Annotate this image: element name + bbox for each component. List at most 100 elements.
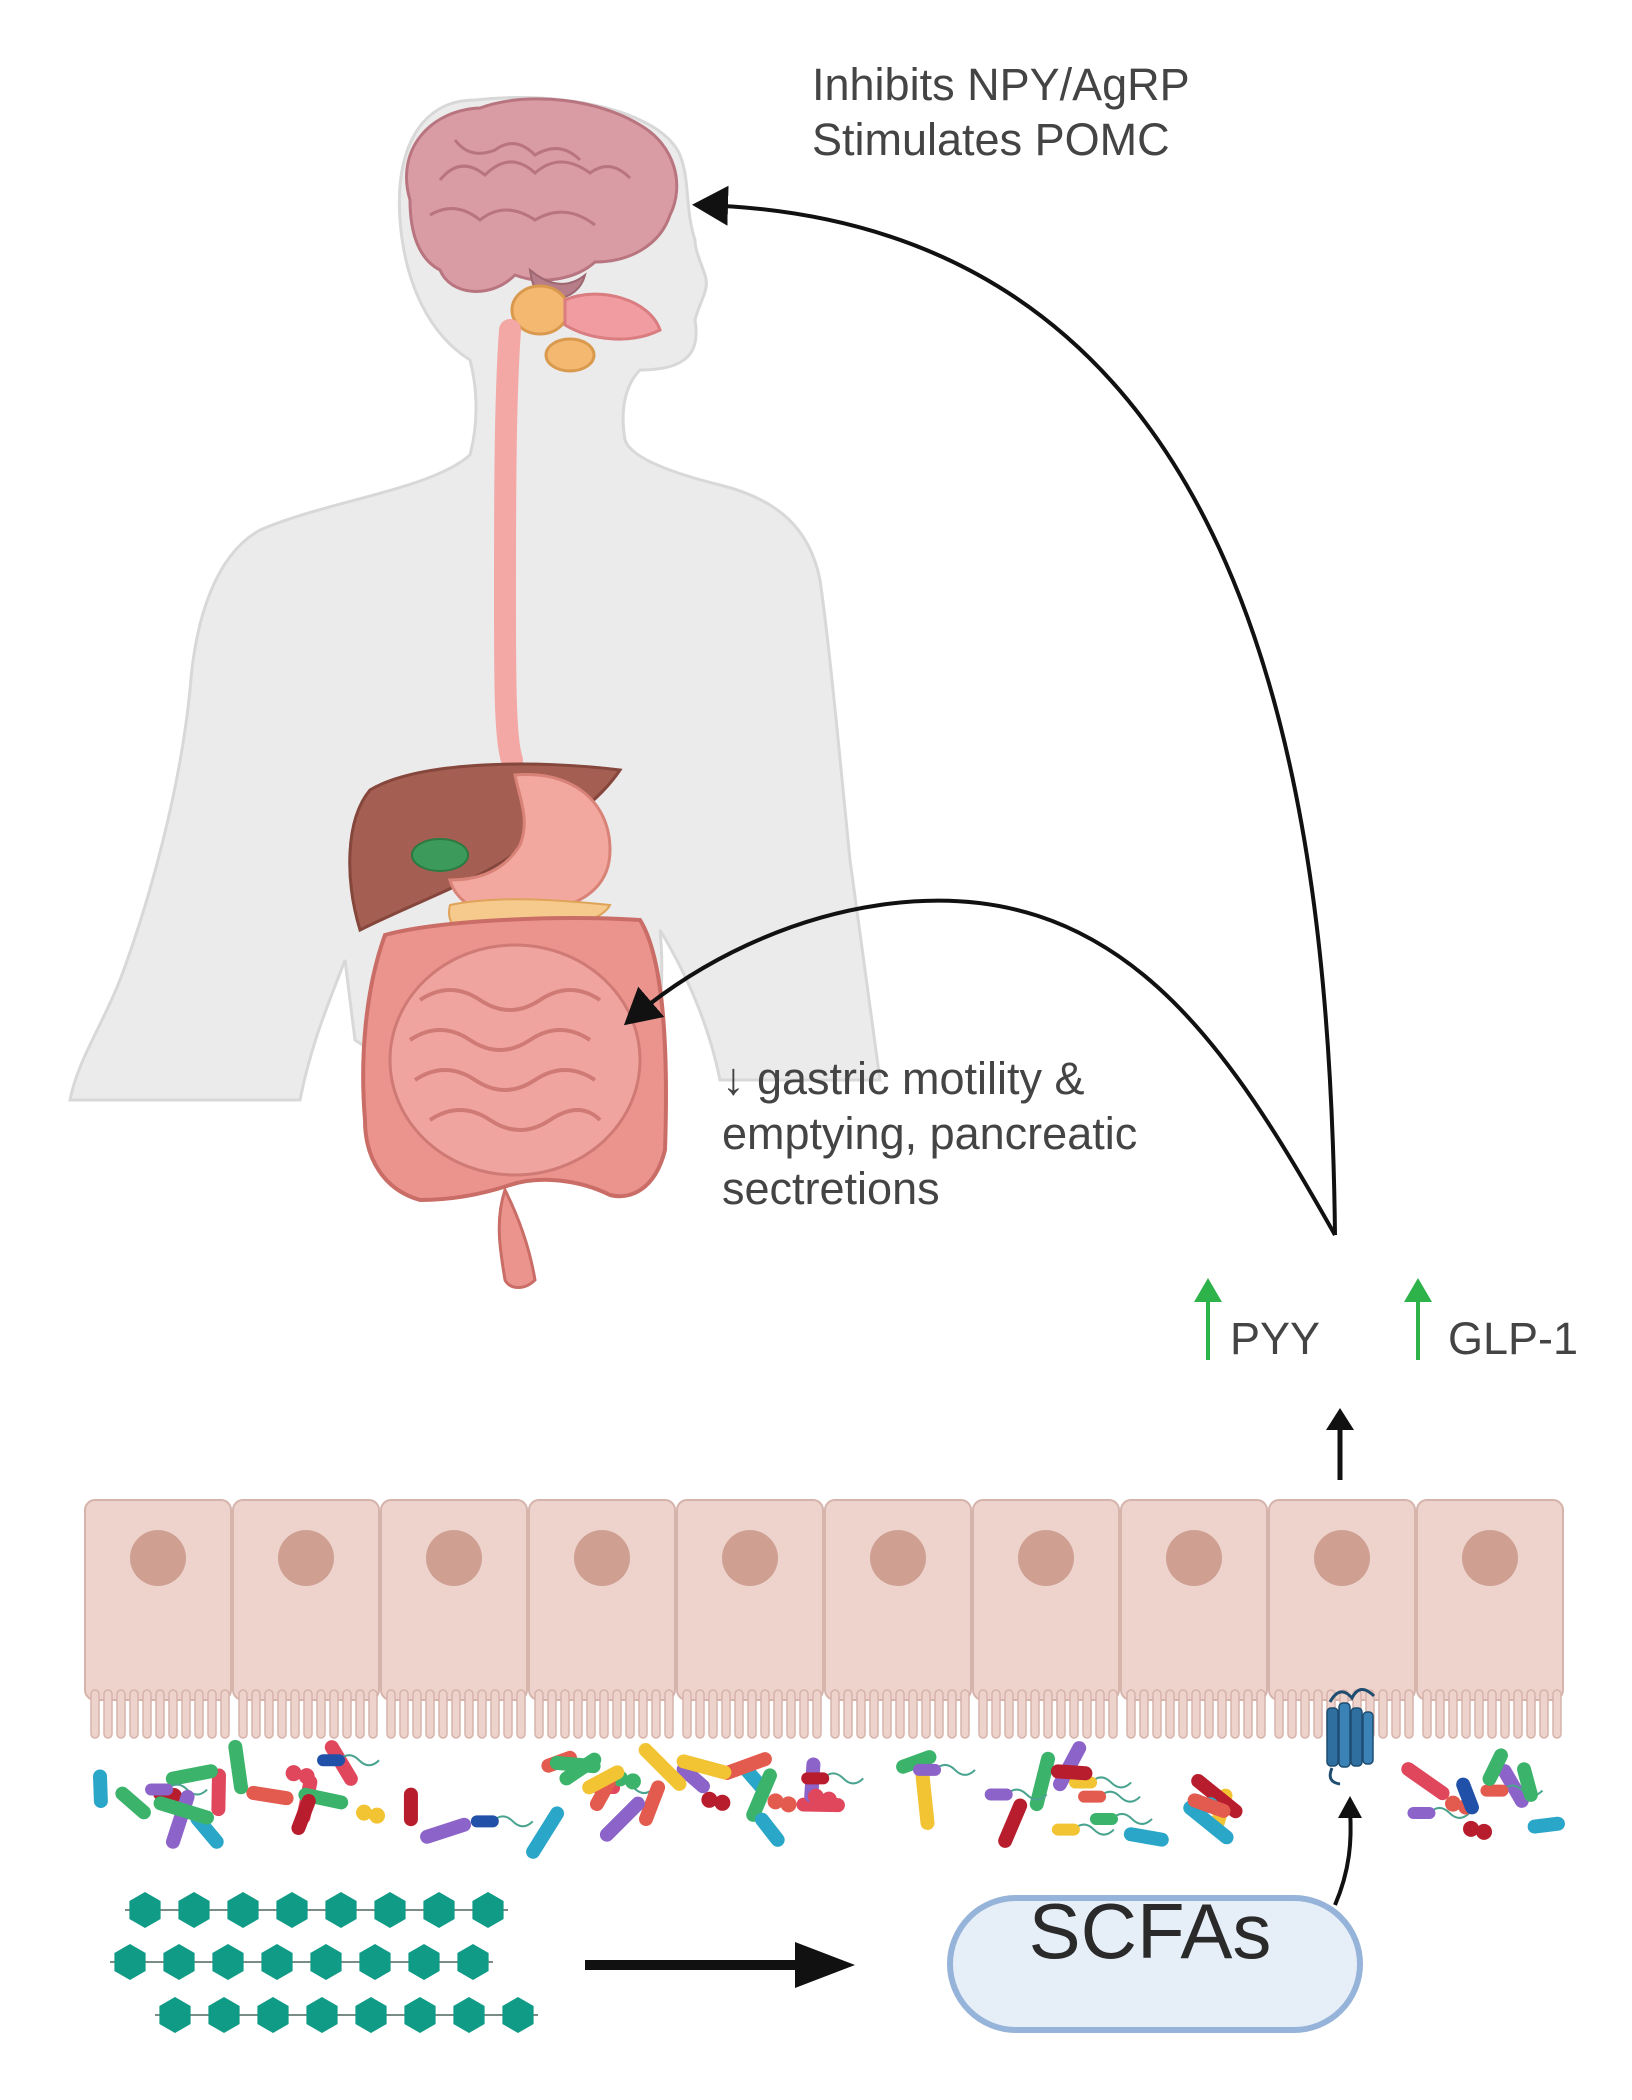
epithelial-cell bbox=[232, 1499, 380, 1739]
cell-nucleus bbox=[1018, 1530, 1074, 1586]
bacterium bbox=[1187, 1793, 1231, 1818]
bacterium bbox=[285, 1765, 315, 1785]
bacterium bbox=[145, 1783, 208, 1796]
bacterium bbox=[1183, 1800, 1234, 1845]
bacterium bbox=[115, 1786, 151, 1820]
cell-nucleus bbox=[870, 1530, 926, 1586]
bacterium bbox=[638, 1743, 687, 1791]
bacterium bbox=[1463, 1820, 1493, 1840]
fiber-monomer bbox=[502, 1997, 534, 2033]
fiber-monomer bbox=[129, 1892, 161, 1928]
bacterium bbox=[1191, 1773, 1243, 1819]
fiber-monomer bbox=[276, 1892, 308, 1928]
cell-nucleus bbox=[574, 1530, 630, 1586]
gut-microbiota bbox=[93, 1739, 1565, 1859]
bacterium bbox=[1401, 1762, 1450, 1801]
bacterium bbox=[915, 1767, 935, 1830]
bacterium bbox=[470, 1815, 534, 1828]
bacterium bbox=[720, 1752, 772, 1780]
fiber-monomer bbox=[178, 1892, 210, 1928]
bacterium bbox=[1050, 1764, 1093, 1781]
brain-effect-label: Inhibits NPY/AgRP Stimulates POMC bbox=[812, 58, 1190, 168]
brain-effect-line1: Inhibits NPY/AgRP bbox=[812, 59, 1190, 110]
fiber-monomer bbox=[212, 1944, 244, 1980]
fiber-monomer bbox=[457, 1944, 489, 1980]
cell-nucleus bbox=[1314, 1530, 1370, 1586]
fiber-monomer bbox=[408, 1944, 440, 1980]
gallbladder bbox=[411, 838, 469, 872]
gpcr-receptor-icon bbox=[1326, 1688, 1376, 1786]
bacterium bbox=[1456, 1777, 1479, 1815]
fiber-monomer bbox=[453, 1997, 485, 2033]
cell-nucleus bbox=[1462, 1530, 1518, 1586]
gut-effect-line3: sectretions bbox=[722, 1162, 940, 1214]
bacterium bbox=[1123, 1827, 1169, 1847]
esophagus bbox=[494, 319, 523, 771]
small-intestine bbox=[388, 943, 642, 1177]
gut-effect-line1: ↓ gastric motility & bbox=[722, 1053, 1085, 1104]
bacterium bbox=[165, 1764, 218, 1786]
epithelial-cell bbox=[676, 1499, 824, 1739]
fiber-monomer bbox=[208, 1997, 240, 2033]
bacterium bbox=[1029, 1751, 1056, 1812]
fiber-monomer bbox=[374, 1892, 406, 1928]
fermentation-arrow-icon bbox=[585, 1942, 855, 1988]
fiber-monomer bbox=[359, 1944, 391, 1980]
bacterium bbox=[746, 1768, 777, 1822]
bacterium bbox=[153, 1796, 215, 1825]
scfa-label: SCFAs bbox=[1028, 1887, 1272, 1975]
bacterium bbox=[1517, 1762, 1538, 1802]
bacterium bbox=[246, 1785, 294, 1806]
intestinal-epithelium bbox=[84, 1499, 1564, 1739]
bacterium bbox=[1407, 1806, 1471, 1819]
fiber-monomer bbox=[310, 1944, 342, 1980]
brain bbox=[405, 97, 679, 302]
bacterium bbox=[1482, 1748, 1508, 1786]
pyy-label: PYY bbox=[1230, 1313, 1321, 1364]
fiber-monomer bbox=[159, 1997, 191, 2033]
bacterium bbox=[998, 1798, 1028, 1848]
fiber-monomer bbox=[325, 1892, 357, 1928]
bacterium bbox=[754, 1812, 785, 1847]
bacterium bbox=[801, 1772, 864, 1785]
bacterium bbox=[1089, 1812, 1153, 1825]
epithelial-cell bbox=[528, 1499, 676, 1739]
cell-nucleus bbox=[278, 1530, 334, 1586]
fiber-chain bbox=[125, 1892, 508, 1928]
glp1-label: GLP-1 bbox=[1448, 1313, 1579, 1364]
cell-to-hormone-arrow-icon bbox=[1326, 1408, 1354, 1480]
gut-effect-label: ↓ gastric motility & emptying, pancreati… bbox=[722, 1052, 1137, 1217]
fiber-monomer bbox=[472, 1892, 504, 1928]
fiber-chain bbox=[110, 1944, 493, 1980]
epithelial-cell bbox=[972, 1499, 1120, 1739]
bacterium bbox=[420, 1817, 472, 1844]
bacterium bbox=[211, 1768, 226, 1817]
bacterium bbox=[1051, 1823, 1115, 1836]
cell-nucleus bbox=[1166, 1530, 1222, 1586]
fiber-monomer bbox=[114, 1944, 146, 1980]
epithelial-cell bbox=[380, 1499, 528, 1739]
brain-effect-line2: Stimulates POMC bbox=[812, 113, 1170, 165]
bacterium bbox=[291, 1794, 316, 1836]
arrow-to-gut bbox=[623, 898, 1337, 1236]
cell-nucleus bbox=[426, 1530, 482, 1586]
bacterium bbox=[403, 1787, 418, 1827]
bacterium bbox=[317, 1754, 380, 1767]
epithelial-cell bbox=[1268, 1499, 1416, 1739]
fiber-monomer bbox=[261, 1944, 293, 1980]
bacterium bbox=[638, 1780, 666, 1826]
bacterium bbox=[1078, 1790, 1141, 1803]
salivary-glands bbox=[510, 284, 662, 373]
bacterium bbox=[1527, 1816, 1565, 1834]
dietary-fiber-chains bbox=[110, 1892, 538, 2033]
cell-nucleus bbox=[722, 1530, 778, 1586]
epithelial-cell bbox=[1120, 1499, 1268, 1739]
fiber-monomer bbox=[355, 1997, 387, 2033]
epithelial-cell bbox=[824, 1499, 972, 1739]
bacterium bbox=[356, 1804, 386, 1824]
arrow-to-brain bbox=[692, 185, 1337, 1236]
epithelial-cell bbox=[1416, 1499, 1564, 1739]
bacterium bbox=[559, 1752, 602, 1786]
bacterium bbox=[676, 1762, 710, 1794]
